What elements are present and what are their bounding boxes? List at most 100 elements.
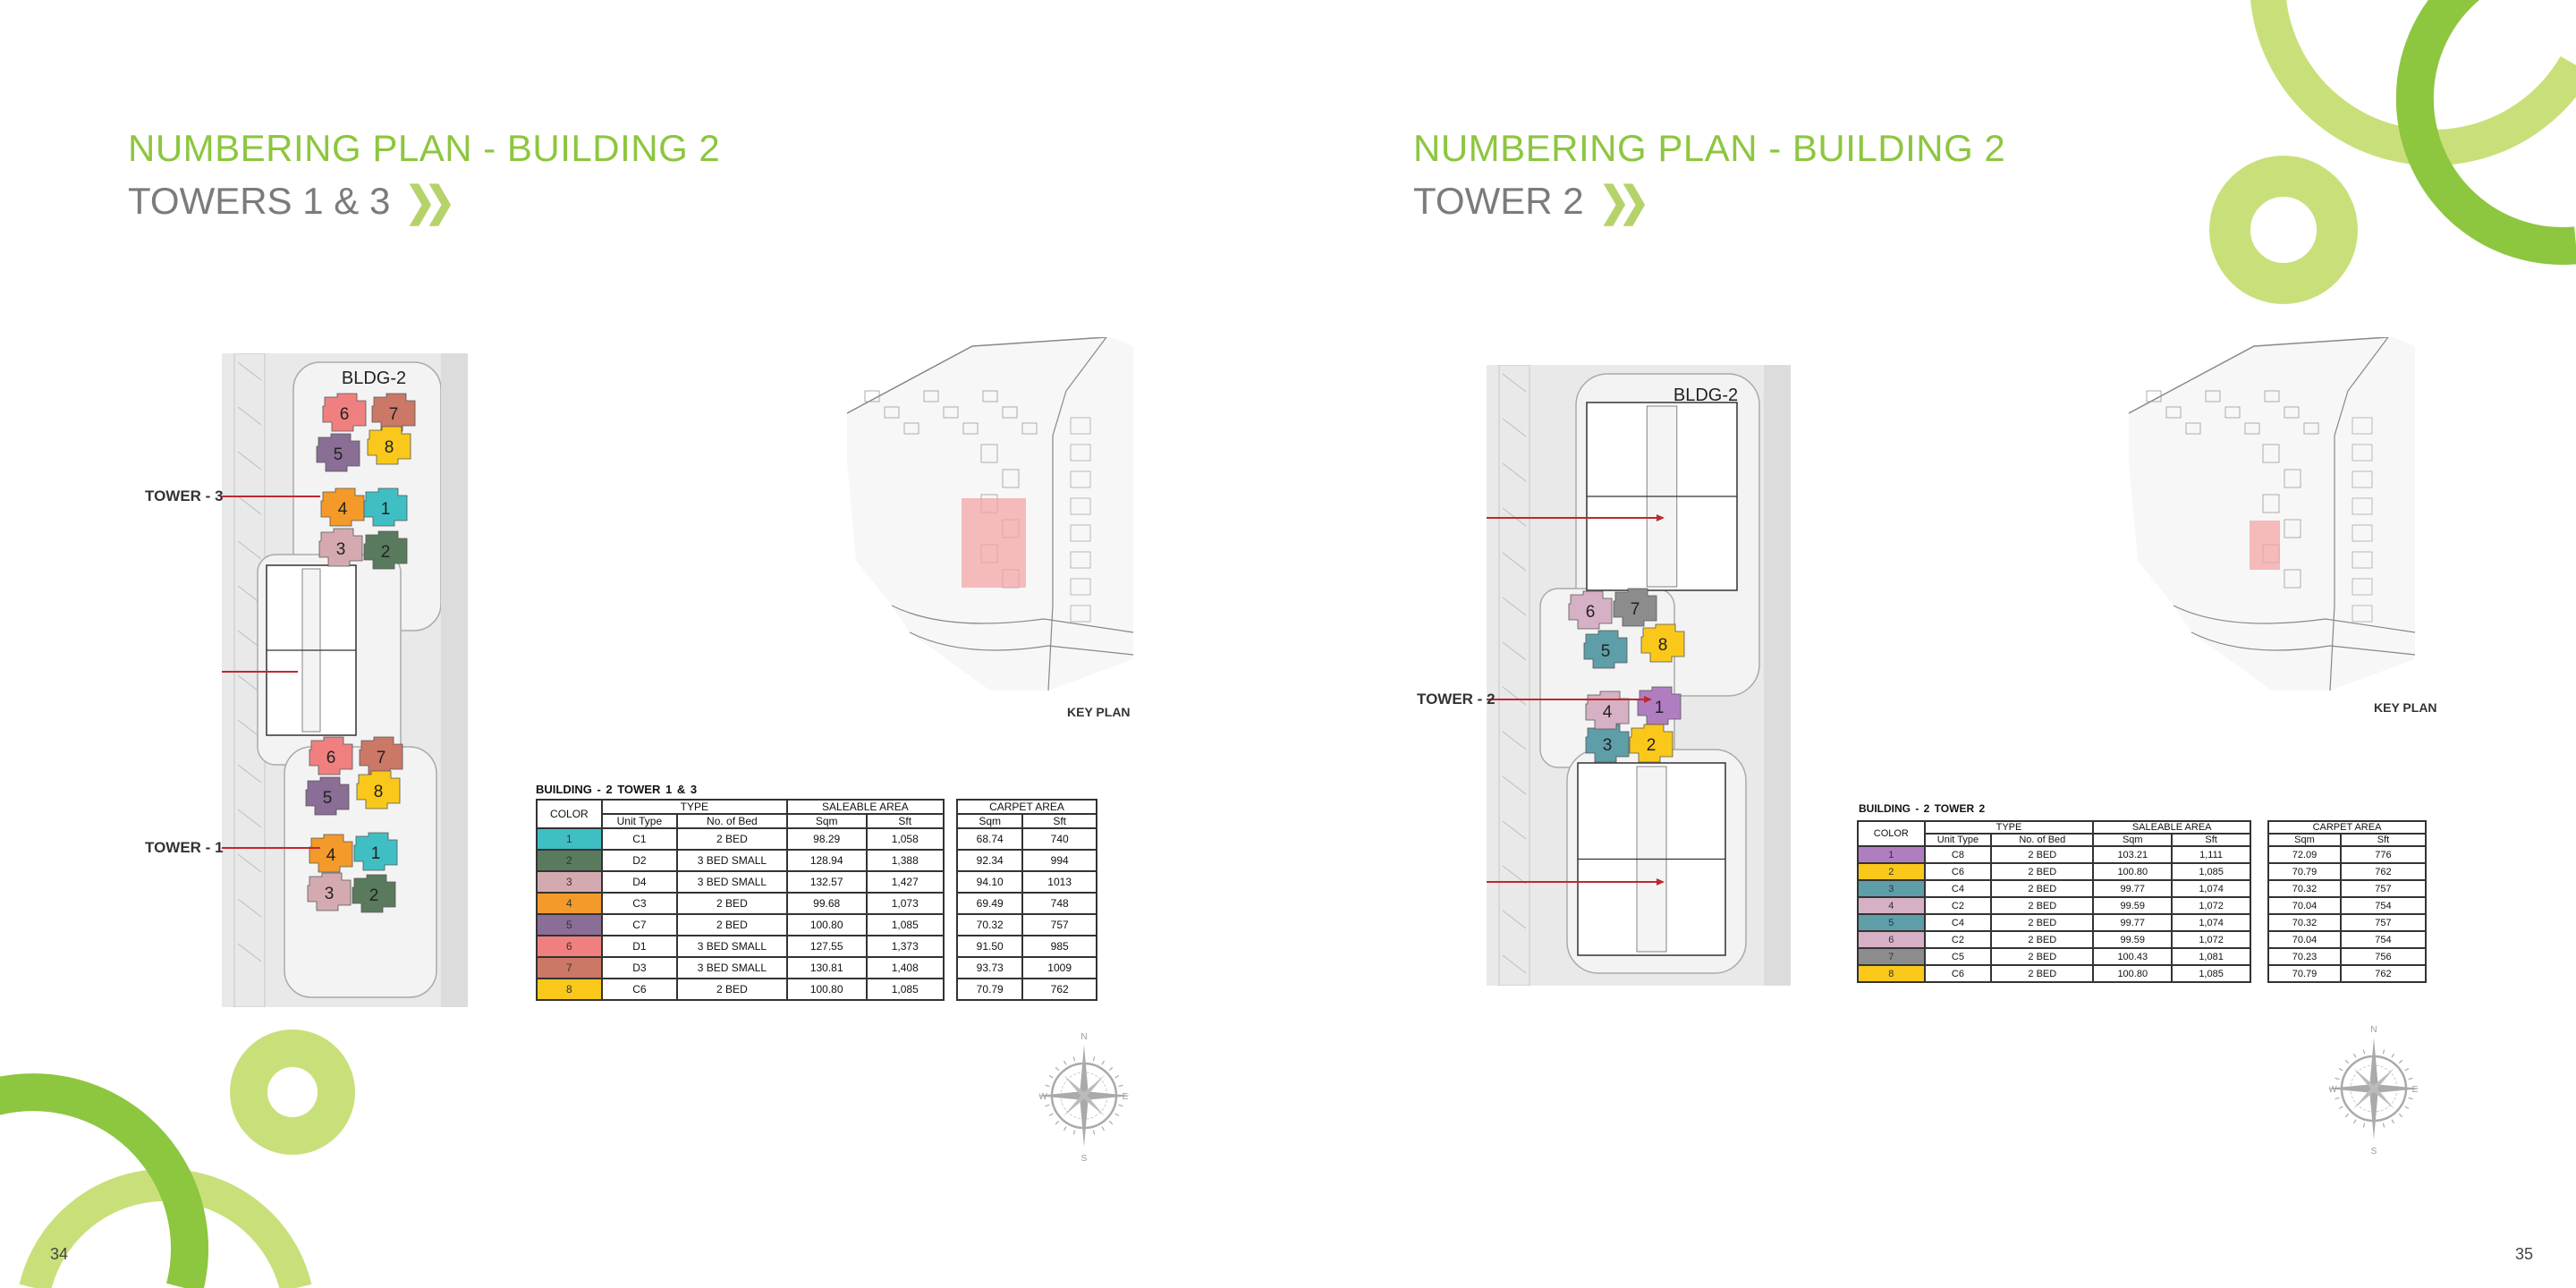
building-block bbox=[2351, 470, 2373, 488]
building-block bbox=[1070, 524, 1091, 542]
carpet-sft-cell: 757 bbox=[2339, 913, 2428, 932]
page-subtitle: TOWERS 1 & 3 ❯❯ bbox=[128, 177, 456, 225]
unit-shape bbox=[1629, 724, 1674, 763]
unnumbered-tower bbox=[266, 564, 357, 736]
unit-number: 4 bbox=[1603, 703, 1613, 722]
compass-label-s: S bbox=[1081, 1154, 1088, 1163]
unit-shape bbox=[320, 487, 365, 527]
unit-shape bbox=[1585, 691, 1630, 730]
saleable-sqm-cell: 99.59 bbox=[2092, 896, 2174, 915]
unit-type-cell: C3 bbox=[600, 892, 678, 915]
hatch bbox=[237, 764, 262, 784]
hatch bbox=[237, 361, 262, 381]
unit-number: 3 bbox=[1603, 736, 1613, 755]
hatch bbox=[237, 540, 262, 560]
building-block bbox=[2351, 524, 2373, 542]
carpet-sqm-cell: 91.50 bbox=[955, 935, 1024, 958]
unit-2: 2 bbox=[1629, 724, 1674, 763]
compass-tick bbox=[1108, 1120, 1114, 1125]
carpet-sft-cell: 740 bbox=[1021, 827, 1097, 851]
compass-tick bbox=[2334, 1097, 2340, 1100]
double-chevron-icon: ❯❯ bbox=[404, 178, 456, 225]
compass-label-e: E bbox=[2412, 1085, 2419, 1095]
unit-type-cell: C6 bbox=[1923, 862, 1993, 881]
carpet-sqm-cell: 70.32 bbox=[2267, 879, 2342, 898]
saleable-sqm-cell: 99.68 bbox=[785, 892, 868, 915]
unit-number: 4 bbox=[326, 846, 336, 865]
unit-5: 5 bbox=[316, 433, 360, 472]
landscape-strip bbox=[1498, 365, 1530, 986]
color-swatch: 6 bbox=[536, 935, 603, 958]
unit-type-cell: C7 bbox=[600, 913, 678, 936]
building-block bbox=[2284, 406, 2300, 419]
hatch bbox=[237, 496, 262, 515]
unit-shape bbox=[316, 433, 360, 472]
boundary-line bbox=[2128, 337, 2389, 414]
hatch bbox=[1502, 373, 1527, 393]
key-plan-map bbox=[2128, 337, 2416, 691]
color-swatch: 4 bbox=[1857, 896, 1926, 915]
color-swatch: 4 bbox=[536, 892, 603, 915]
saleable-sft-cell: 1,085 bbox=[865, 913, 945, 936]
building-block bbox=[2351, 417, 2373, 435]
hatch bbox=[237, 451, 262, 470]
saleable-sqm-cell: 100.80 bbox=[785, 913, 868, 936]
bed-count-cell: 2 BED bbox=[1990, 930, 2095, 949]
unnumbered-tower bbox=[1586, 402, 1738, 591]
compass-tick bbox=[1101, 1060, 1106, 1065]
unit-4: 4 bbox=[1585, 691, 1630, 730]
carpet-sft-cell: 754 bbox=[2339, 896, 2428, 915]
unit-number: 3 bbox=[325, 885, 335, 903]
building-block bbox=[884, 406, 900, 419]
building-block bbox=[2262, 444, 2280, 463]
unit-7: 7 bbox=[1613, 588, 1657, 627]
saleable-sft-cell: 1,111 bbox=[2171, 845, 2251, 864]
column-header-color: COLOR bbox=[536, 799, 603, 829]
saleable-sqm-cell: 132.57 bbox=[785, 870, 868, 894]
boundary-line bbox=[1047, 337, 1107, 691]
carpet-sqm-cell: 69.49 bbox=[955, 892, 1024, 915]
compass-tick bbox=[1048, 1074, 1054, 1079]
hatch bbox=[1502, 731, 1527, 750]
unit-number: 8 bbox=[374, 783, 384, 801]
unit-shape bbox=[352, 874, 396, 913]
unit-6: 6 bbox=[1568, 590, 1613, 630]
saleable-sft-cell: 1,427 bbox=[865, 870, 945, 894]
hatch bbox=[1502, 552, 1527, 572]
road-line bbox=[2173, 605, 2416, 633]
compass-tick bbox=[1092, 1130, 1096, 1135]
bed-count-cell: 2 BED bbox=[1990, 964, 2095, 983]
compass-needle-diag bbox=[2353, 1068, 2394, 1109]
unit-shape bbox=[305, 776, 350, 816]
unit-number: 1 bbox=[371, 844, 381, 863]
unit-number: 6 bbox=[340, 405, 350, 424]
saleable-sft-cell: 1,085 bbox=[2171, 964, 2251, 983]
unnumbered-tower bbox=[1577, 762, 1726, 956]
unit-2: 2 bbox=[363, 530, 408, 570]
column-header-carpet-area: CARPET AREA bbox=[956, 799, 1097, 815]
unit-8: 8 bbox=[356, 770, 401, 809]
ring-decoration bbox=[230, 1030, 355, 1155]
tower-label: TOWER - 1 bbox=[145, 839, 224, 856]
compass-tick bbox=[2344, 1113, 2350, 1118]
compass-tick bbox=[2391, 1119, 2395, 1124]
saleable-sqm-cell: 100.80 bbox=[2092, 964, 2174, 983]
carpet-sft-cell: 756 bbox=[2339, 947, 2428, 966]
arrow-head bbox=[1644, 696, 1652, 703]
saleable-sqm-cell: 100.43 bbox=[2092, 947, 2174, 966]
boundary-line bbox=[2329, 337, 2389, 691]
unit-number: 8 bbox=[1658, 636, 1668, 655]
compass-tick bbox=[1045, 1104, 1050, 1107]
carpet-sqm-cell: 92.34 bbox=[955, 849, 1024, 872]
